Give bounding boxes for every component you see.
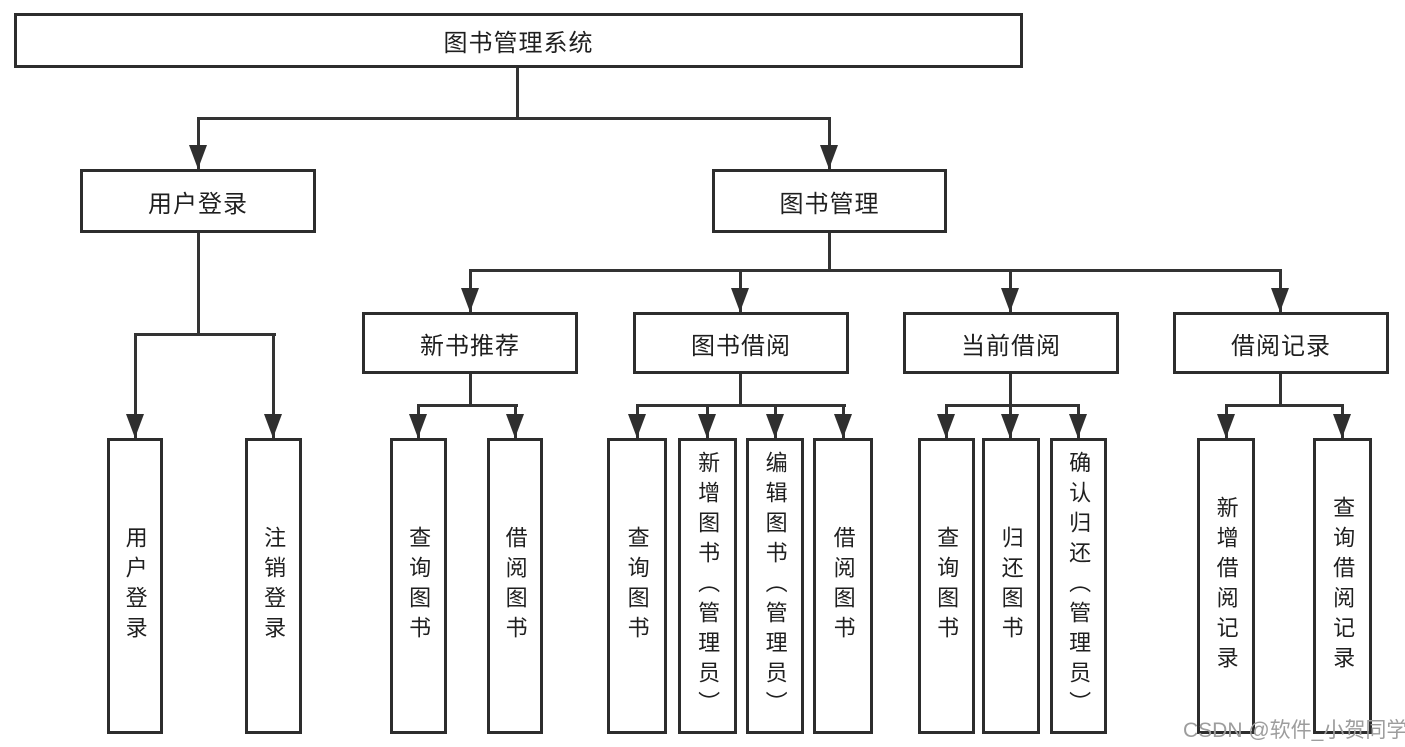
leaf-current-return-books: 归还图书 [982,438,1040,734]
arrowhead-leaf-user-login [126,414,144,438]
leaf-borrow-borrow-books-label: 借阅图书 [830,526,856,646]
connector-root-to-user-login [197,117,200,169]
arrowhead-leaf-cu-return [1001,414,1019,438]
arrowhead-new-book-recommend [461,288,479,312]
connector-borrowing-stub [739,373,742,407]
connector-current-stub [1009,373,1012,407]
connector-book-management-bar [469,269,1282,272]
arrowhead-book-management [820,145,838,169]
arrowhead-leaf-rec-query [1333,414,1351,438]
arrowhead-leaf-cu-query [937,414,955,438]
leaf-newbook-borrow-books-label: 借阅图书 [502,526,528,646]
arrowhead-leaf-nb-query [409,414,427,438]
csdn-watermark: CSDN @软件_小贺同学 [1183,719,1405,742]
arrowhead-leaf-logout [264,414,282,438]
arrowhead-leaf-rec-add [1217,414,1235,438]
node-book-management-label: 图书管理 [779,190,880,218]
connector-records-stub [1279,373,1282,407]
leaf-newbook-query-books: 查询图书 [390,438,447,734]
leaf-newbook-query-books-label: 查询图书 [406,526,432,646]
leaf-records-query-record-label: 查询借阅记录 [1330,496,1356,676]
arrowhead-book-borrowing [731,288,749,312]
connector-borrowing-bar [636,404,846,407]
connector-current-bar [945,404,1080,407]
connector-new-book-bar [417,404,518,407]
leaf-current-confirm-return-admin: 确认归还（管理员） [1050,438,1107,734]
arrowhead-leaf-bw-query [628,414,646,438]
leaf-logout: 注销登录 [245,438,302,734]
leaf-logout-label: 注销登录 [261,526,287,646]
arrowhead-leaf-cu-confirm [1069,414,1087,438]
node-new-book-recommend-label: 新书推荐 [420,332,520,360]
leaf-borrow-query-books-label: 查询图书 [624,526,650,646]
node-root-label: 图书管理系统 [443,30,594,57]
arrowhead-leaf-bw-add [698,414,716,438]
connector-to-leaf-user-login [134,333,137,438]
connector-to-leaf-logout [272,333,275,438]
node-book-management: 图书管理 [712,169,947,233]
connector-root-bar [197,117,831,120]
node-current-borrowing-label: 当前借阅 [961,332,1061,360]
leaf-current-query-books-label: 查询图书 [934,526,960,646]
arrowhead-leaf-bw-edit [766,414,784,438]
arrowhead-current-borrowing [1001,288,1019,312]
leaf-borrow-add-books-admin-label: 新增图书（管理员） [695,451,721,721]
node-current-borrowing: 当前借阅 [903,312,1119,374]
arrowhead-leaf-nb-borrow [506,414,524,438]
leaf-current-return-books-label: 归还图书 [998,526,1024,646]
leaf-records-query-record: 查询借阅记录 [1313,438,1372,734]
arrowhead-user-login [189,145,207,169]
leaf-borrow-borrow-books: 借阅图书 [813,438,873,734]
connector-root-to-book-management [828,117,831,169]
connector-records-bar [1225,404,1344,407]
leaf-newbook-borrow-books: 借阅图书 [487,438,543,734]
node-user-login-label: 用户登录 [148,190,248,218]
leaf-user-login: 用户登录 [107,438,163,734]
node-user-login: 用户登录 [80,169,316,233]
connector-new-book-stub [469,373,472,407]
node-book-borrowing-label: 图书借阅 [691,332,791,360]
node-book-borrowing: 图书借阅 [633,312,849,374]
node-root: 图书管理系统 [14,13,1023,68]
leaf-current-confirm-return-admin-label: 确认归还（管理员） [1066,451,1092,721]
leaf-borrow-edit-books-admin-label: 编辑图书（管理员） [762,451,788,721]
node-new-book-recommend: 新书推荐 [362,312,578,374]
connector-root-stub [516,66,519,120]
leaf-borrow-add-books-admin: 新增图书（管理员） [678,438,737,734]
arrowhead-borrowing-records [1271,288,1289,312]
leaf-current-query-books: 查询图书 [918,438,975,734]
connector-book-management-stub [828,231,831,272]
leaf-records-add-record-label: 新增借阅记录 [1213,496,1239,676]
arrowhead-leaf-bw-borrow [834,414,852,438]
leaf-records-add-record: 新增借阅记录 [1197,438,1255,734]
node-borrowing-records: 借阅记录 [1173,312,1389,374]
leaf-borrow-edit-books-admin: 编辑图书（管理员） [746,438,804,734]
connector-user-login-stub [197,231,200,336]
connector-user-login-bar [134,333,276,336]
leaf-borrow-query-books: 查询图书 [607,438,667,734]
leaf-user-login-label: 用户登录 [122,526,148,646]
node-borrowing-records-label: 借阅记录 [1231,332,1331,360]
